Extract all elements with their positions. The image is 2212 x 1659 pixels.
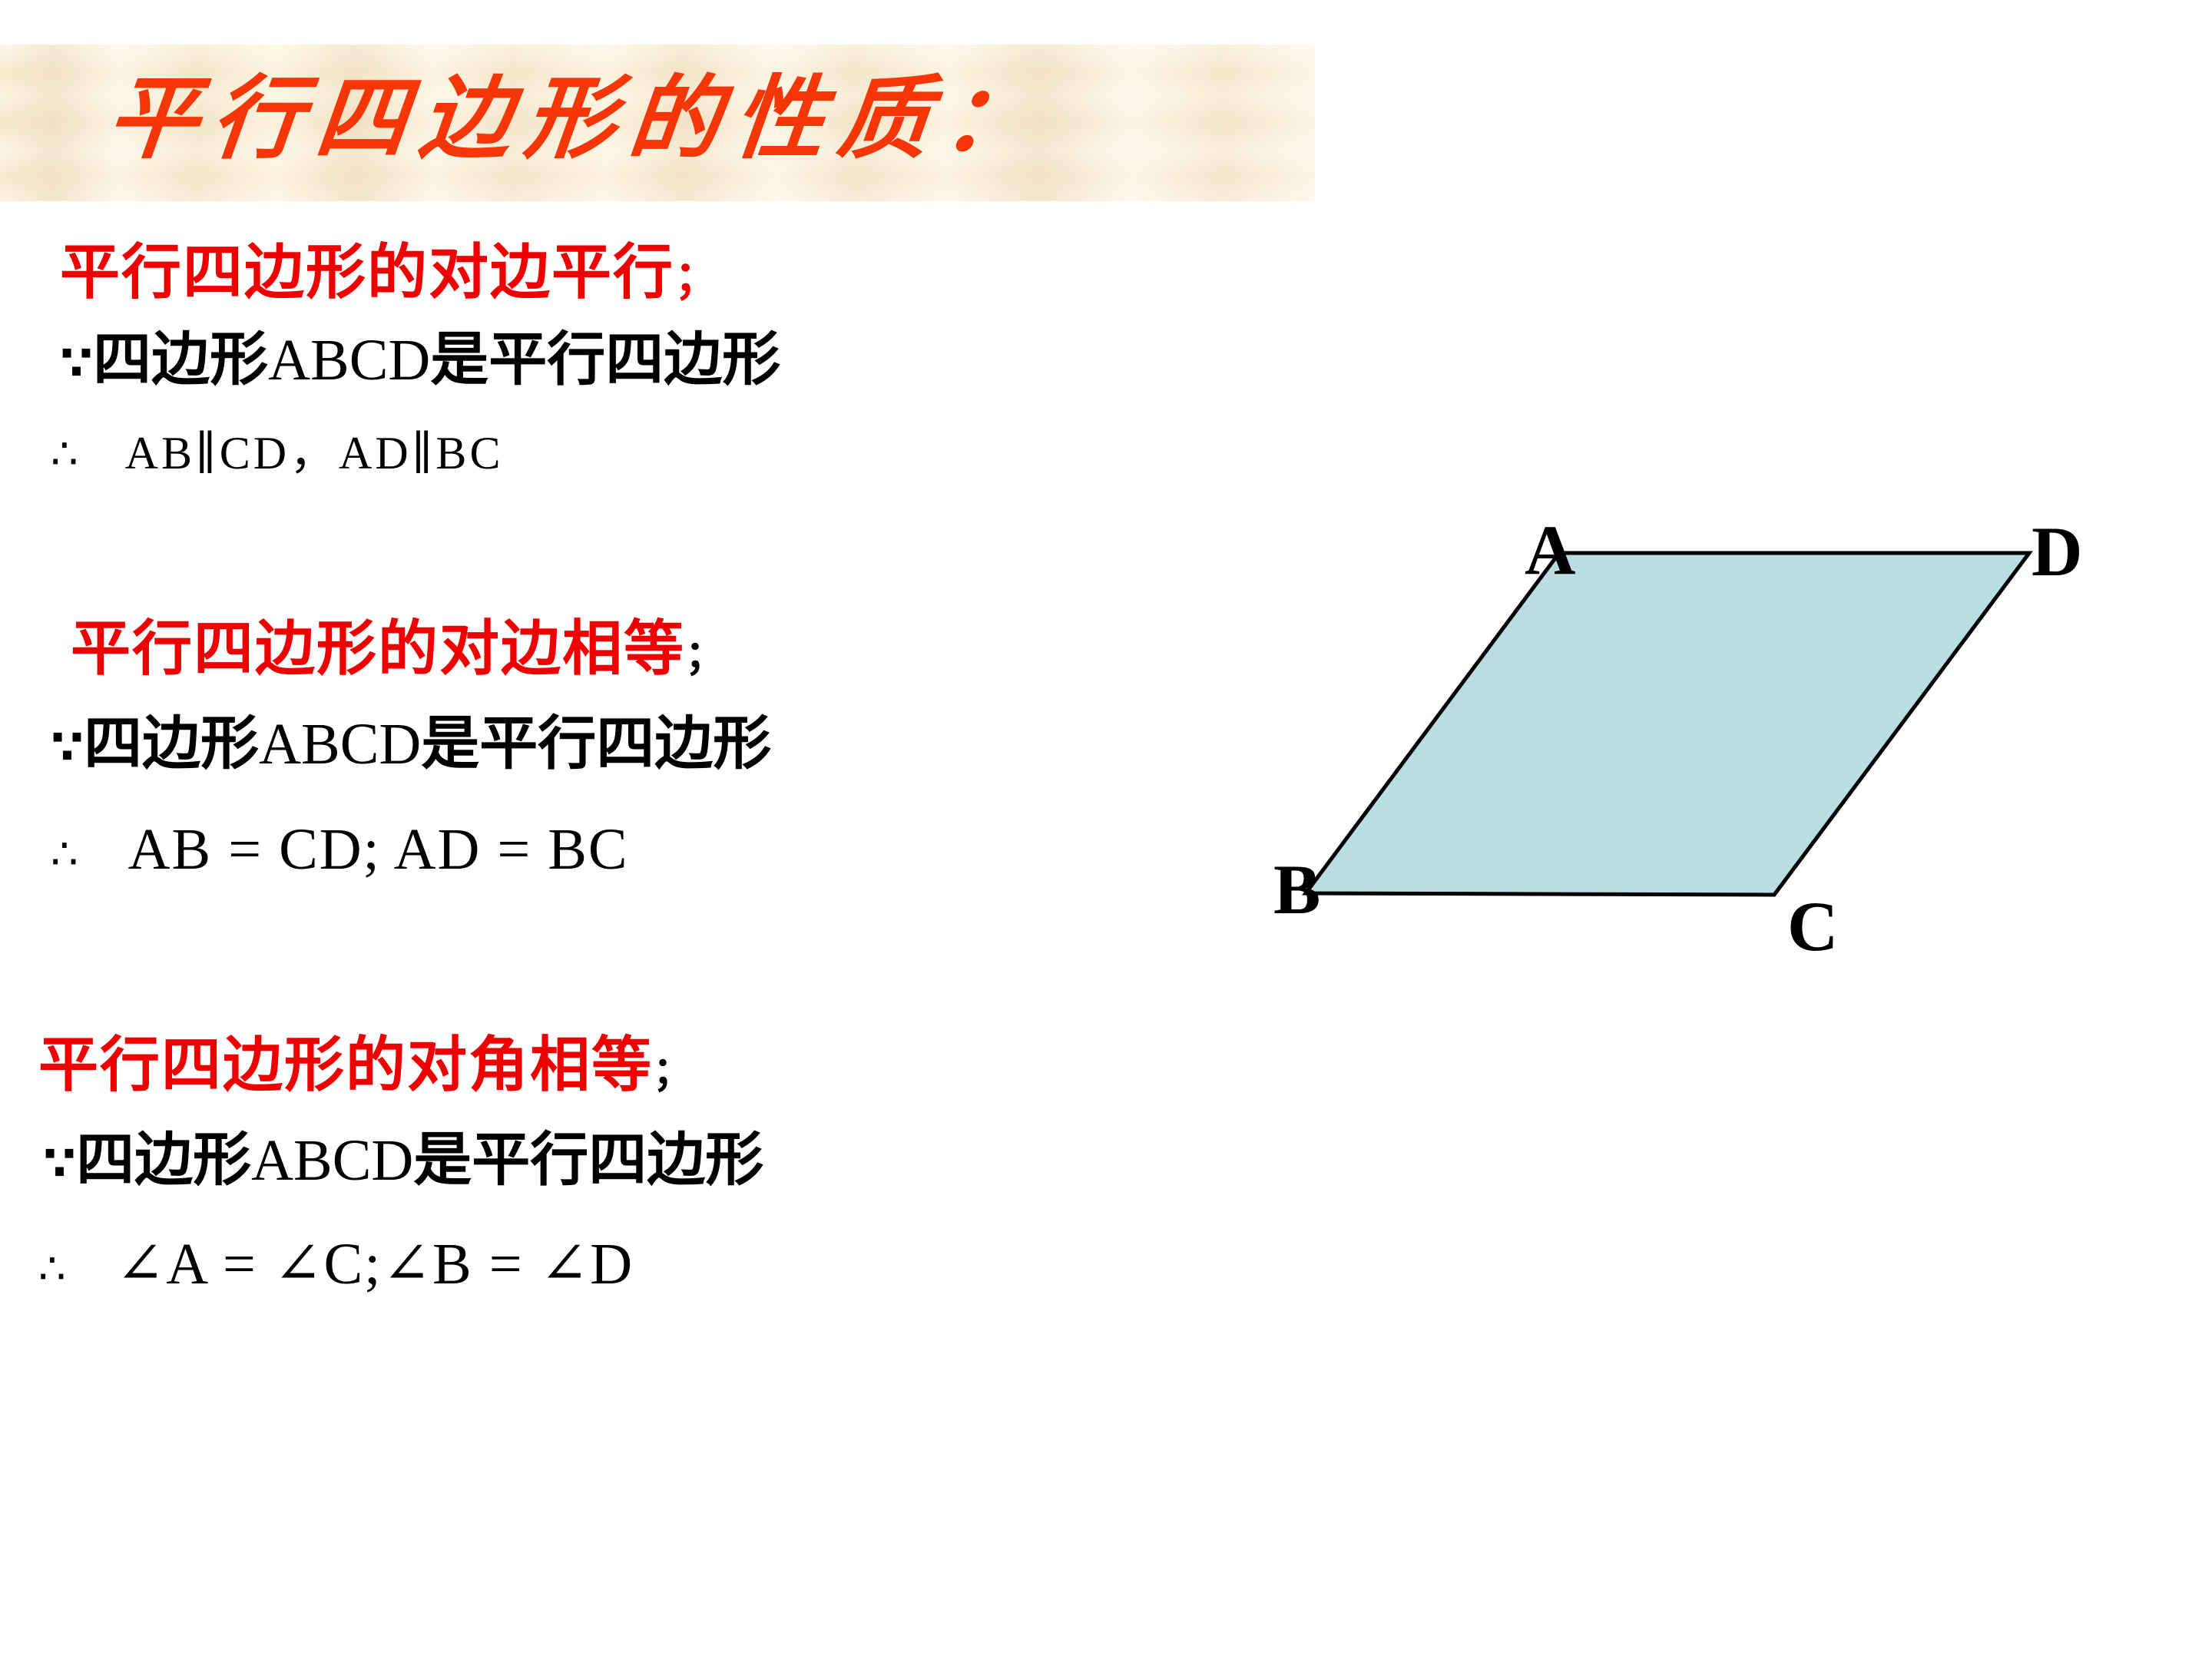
properties-list: 平行四边形的对边平行； ∵四边形ABCD是平行四边形 ∴ AB∥CD，AD∥BC… (38, 243, 780, 1293)
parallelogram-shape (1302, 551, 2033, 897)
property-1-heading-semicolon: ； (674, 251, 720, 303)
parallelogram-svg (1302, 551, 2033, 897)
therefore-icon: ∴ (38, 1244, 68, 1294)
property-3-given-cn-2: 是平行四边形 (413, 1125, 764, 1194)
property-2-given-latin: ABCD (259, 712, 422, 777)
vertex-label-d: D (2032, 512, 2083, 591)
property-2-given-cn-1: 四边形 (84, 709, 260, 777)
therefore-icon: ∴ (51, 429, 81, 479)
property-3-conclusion-text: ∠A = ∠C;∠B = ∠D (115, 1232, 634, 1296)
property-2-conclusion-text: AB = CD; AD = BC (127, 817, 629, 882)
because-icon: ∵ (43, 1135, 77, 1191)
property-2-given: ∵四边形ABCD是平行四边形 (51, 714, 771, 775)
therefore-icon: ∴ (51, 830, 80, 879)
because-icon: ∵ (60, 335, 94, 391)
property-1-conclusion: ∴ AB∥CD，AD∥BC (51, 430, 503, 476)
property-3-heading-text: 平行四边形的对角相等 (38, 1031, 654, 1100)
property-3-heading-semicolon: ； (653, 1049, 694, 1095)
property-1-given: ∵四边形ABCD是平行四边形 (60, 328, 780, 392)
property-1-given-latin: ABCD (268, 328, 431, 392)
because-icon: ∵ (51, 719, 84, 775)
parallelogram-figure: A D B C (1229, 461, 2151, 1045)
vertex-label-a: A (1525, 511, 1576, 589)
property-2-heading-semicolon: ； (685, 633, 726, 679)
property-1-heading: 平行四边形的对边平行； (60, 243, 719, 303)
vertex-label-c: C (1787, 887, 1839, 965)
property-2-conclusion: ∴ AB = CD; AD = BC (51, 820, 629, 879)
vertex-label-b: B (1273, 850, 1321, 929)
property-3-heading: 平行四边形的对角相等； (38, 1035, 693, 1095)
property-1-heading-text: 平行四边形的对边平行 (60, 238, 675, 307)
property-2-heading: 平行四边形的对边相等； (71, 619, 725, 679)
title-banner: 平行四边形的性质： (0, 45, 1315, 201)
property-3-given: ∵四边形ABCD是平行四边形 (43, 1131, 763, 1190)
property-2-given-cn-2: 是平行四边形 (421, 709, 772, 777)
property-1-given-cn-1: 四边形 (93, 325, 269, 393)
property-3-conclusion: ∴ ∠A = ∠C;∠B = ∠D (38, 1235, 634, 1293)
property-3-given-cn-1: 四边形 (76, 1125, 252, 1194)
property-2-heading-text: 平行四边形的对边相等 (71, 614, 686, 684)
property-3-given-latin: ABCD (251, 1128, 414, 1193)
property-1-conclusion-text: AB∥CD，AD∥BC (124, 428, 504, 478)
property-1-given-cn-2: 是平行四边形 (430, 325, 781, 393)
